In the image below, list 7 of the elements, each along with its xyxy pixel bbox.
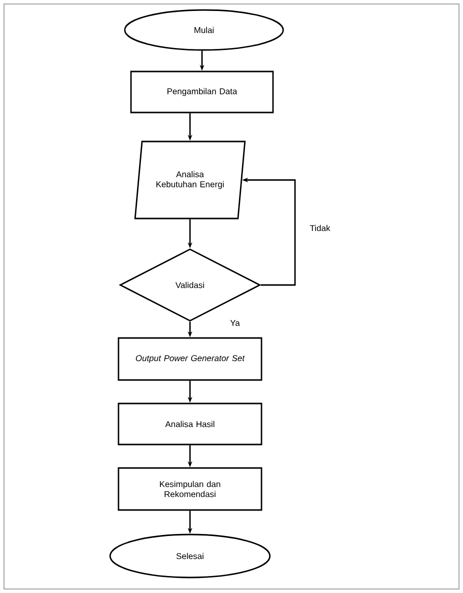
- process-box: Pengambilan Data: [130, 70, 274, 114]
- process-box: Analisa Hasil: [118, 402, 262, 446]
- edge-label: Ya: [229, 319, 241, 327]
- data-parallelogram: Analisa Kebutuhan Energi: [134, 140, 246, 220]
- process-box: Output Power Generator Set: [118, 337, 262, 381]
- process-box: Kesimpulan dan Rekomendasi: [118, 467, 262, 511]
- edge-label: Tidak: [308, 224, 332, 232]
